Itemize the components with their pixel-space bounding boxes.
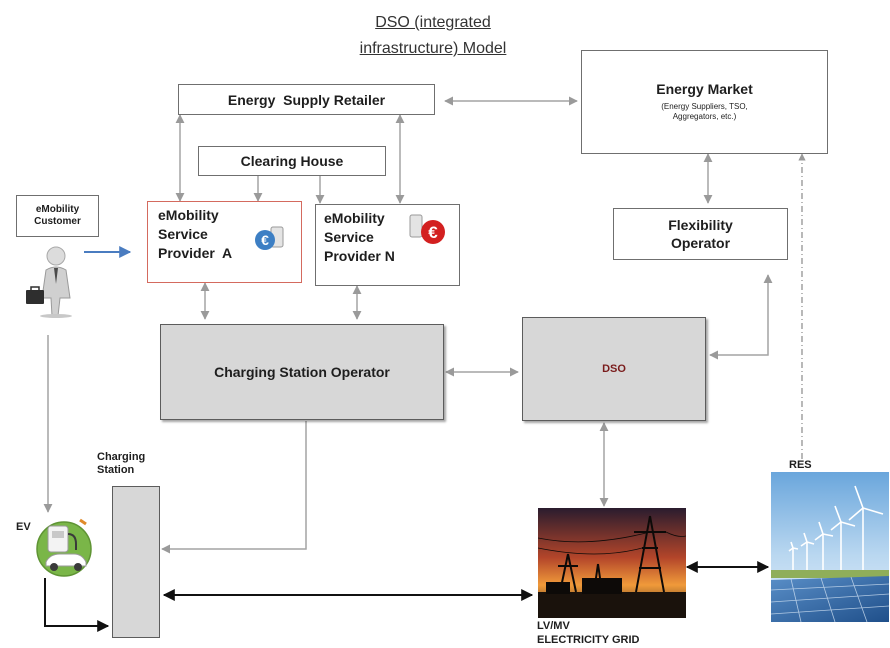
flexibility-operator-box: Flexibility Operator [613,208,788,260]
svg-text:€: € [261,232,269,248]
title-line-1: DSO (integrated [375,14,491,31]
ev-label: EV [16,521,31,533]
res-label: RES [789,459,812,471]
esp-n-line-2: Service [324,229,374,245]
grid-label: LV/MV ELECTRICITY GRID [537,619,639,647]
charging-station-label: Charging Station [97,451,145,477]
esp-a-line-2: Service [158,226,208,242]
charging-station-box [112,486,160,638]
dso-box: DSO [522,317,706,421]
clearing-house-label: Clearing House [240,153,344,169]
energy-market-box: Energy Market (Energy Suppliers, TSO, Ag… [581,50,828,154]
esp-n-line-3: Provider N [324,248,395,264]
energy-supply-retailer-box: Energy Supply Retailer [178,84,435,115]
power-grid-image [538,508,686,618]
ev-charging-icon [36,518,92,577]
emobility-service-provider-a-box: eMobility Service Provider A € [147,201,302,283]
svg-text:€: € [428,223,438,242]
clearing-house-box: Clearing House [198,146,386,176]
emobility-customer-label: eMobility Customer [34,204,81,227]
flexibility-operator-line-1: Flexibility [668,217,733,233]
esp-a-line-3: Provider A [158,245,233,261]
grid-label-line-2: ELECTRICITY GRID [537,634,640,646]
charging-station-operator-label: Charging Station Operator [214,364,390,380]
energy-market-sublabel: (Energy Suppliers, TSO, Aggregators, etc… [661,102,748,121]
emobility-customer-box: eMobility Customer [16,195,99,237]
flexibility-operator-line-2: Operator [670,235,731,251]
energy-supply-retailer-label: Energy Supply Retailer [227,91,386,108]
grid-label-line-1: LV/MV [537,620,570,632]
charging-station-line-2: Station [97,464,135,476]
energy-market-label: Energy Market [656,81,753,97]
emobility-service-provider-n-box: eMobility Service Provider N € [315,204,460,286]
businessman-icon [26,246,72,318]
wind-solar-image [771,472,889,622]
esp-n-line-1: eMobility [324,210,385,226]
esp-a-line-1: eMobility [158,207,219,223]
charging-station-operator-box: Charging Station Operator [160,324,444,420]
dso-label: DSO [602,363,626,375]
euro-badge-blue-icon: € [255,226,284,250]
euro-badge-red-icon: € [409,214,445,244]
title-line-2: infrastructure) Model [359,40,507,57]
diagram-title: DSO (integrated infrastructure) Model [318,10,548,62]
charging-station-line-1: Charging [97,451,146,463]
